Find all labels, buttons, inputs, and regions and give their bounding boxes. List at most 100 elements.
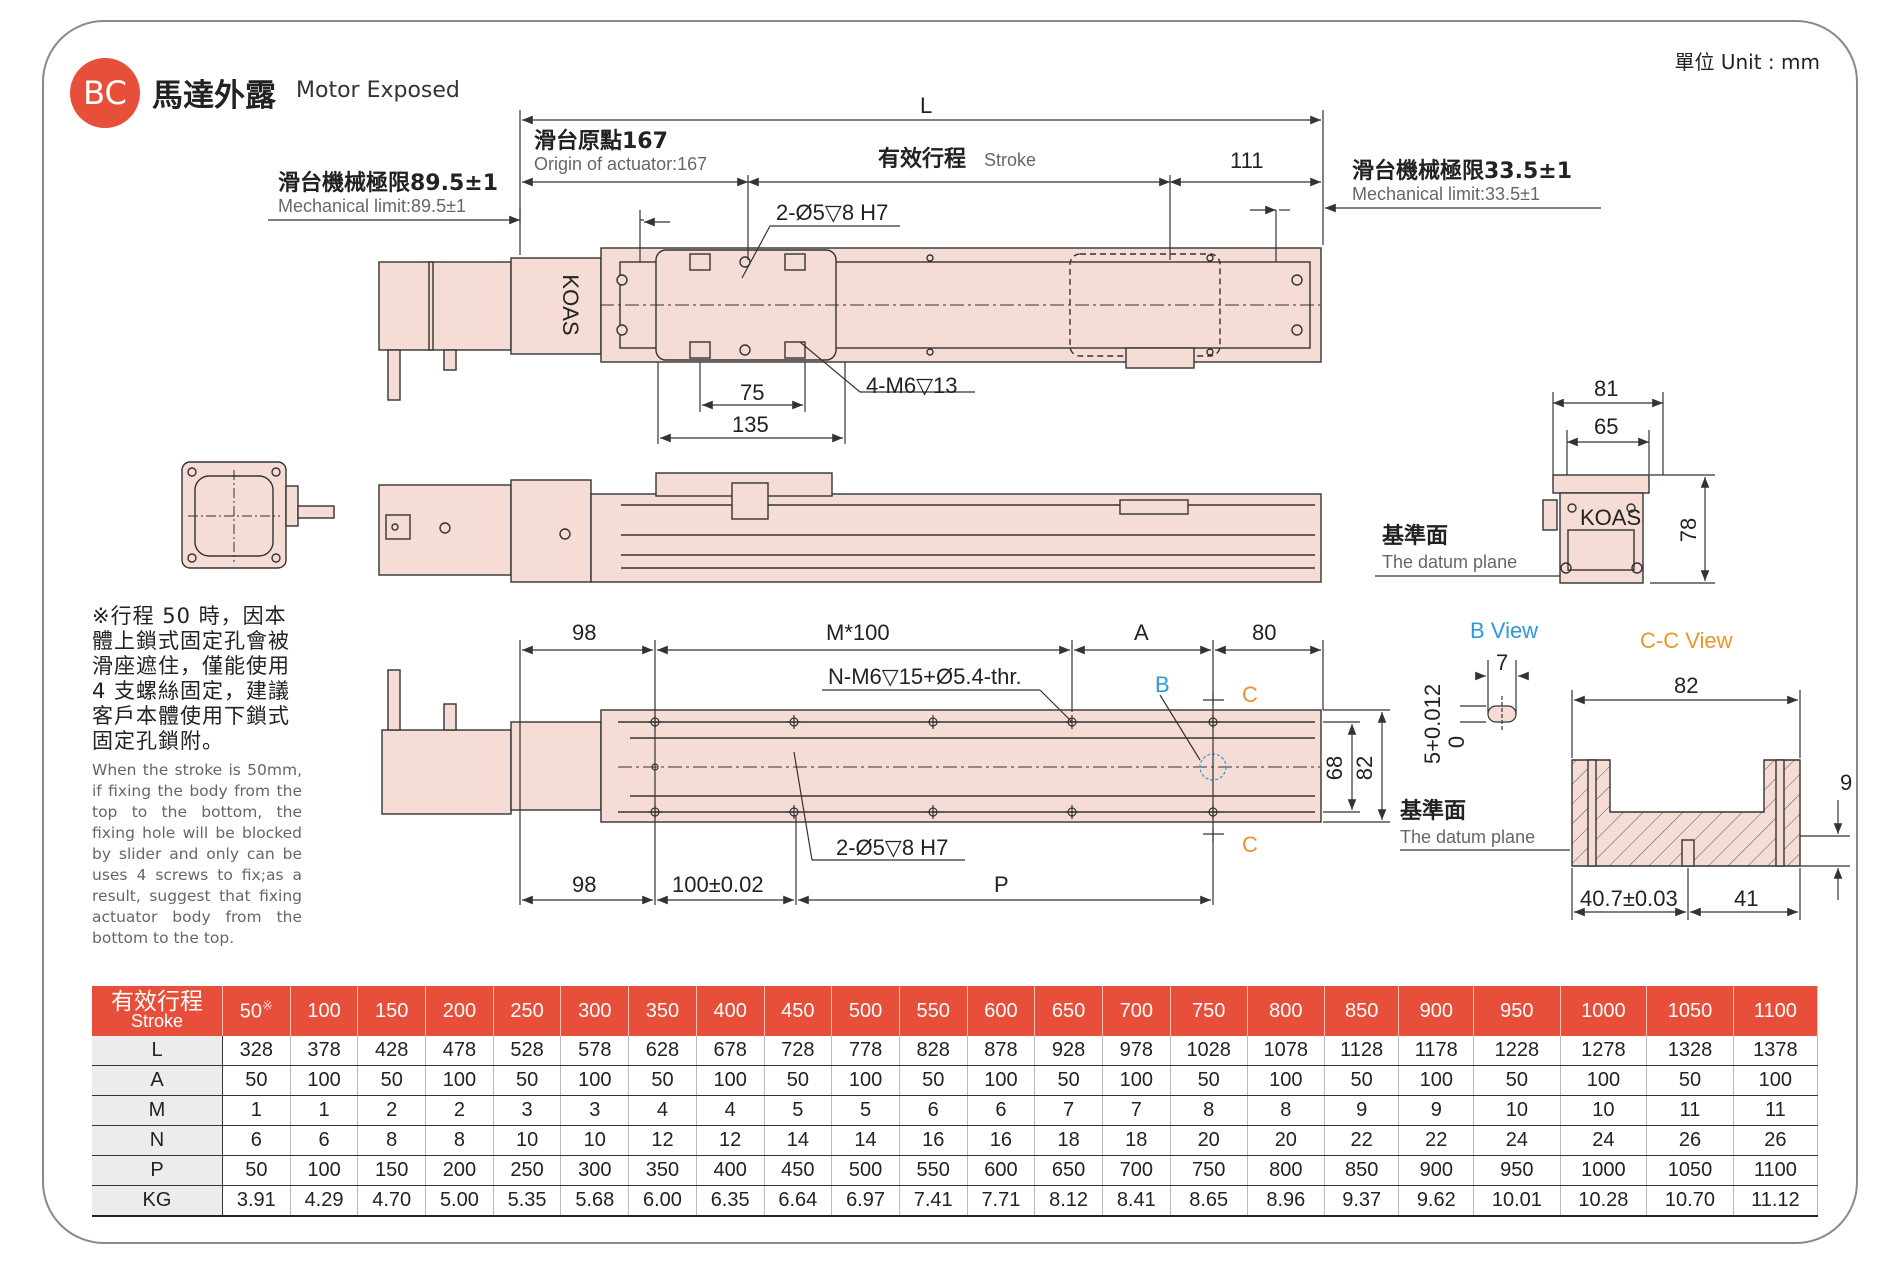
dim-81: 81 (1594, 376, 1618, 401)
table-cell: 9.62 (1398, 1185, 1475, 1217)
stroke-value: 200 (442, 999, 477, 1022)
side-sensor (731, 482, 769, 520)
end-dimensions (1375, 392, 1715, 584)
table-cell: 16 (967, 1125, 1036, 1156)
table-cell: 1 (290, 1095, 359, 1126)
table-cell: 50 (1170, 1065, 1248, 1096)
table-cell: 878 (967, 1036, 1036, 1066)
table-cell: 6.35 (696, 1185, 765, 1217)
table-cell: 678 (696, 1036, 765, 1066)
table-cell: 1100 (1733, 1155, 1819, 1186)
dim-78: 78 (1676, 518, 1701, 542)
table-cell: 100 (560, 1065, 630, 1096)
table-cell: 1178 (1398, 1036, 1475, 1066)
cc-dimensions (1571, 690, 1850, 920)
stroke-value: 300 (578, 999, 612, 1022)
body-hole (616, 274, 628, 286)
side-view (378, 472, 1322, 583)
table-cell: 1078 (1247, 1036, 1325, 1066)
table-cell: 50 (899, 1065, 968, 1096)
limit-switch (1125, 347, 1195, 369)
stroke-value: 450 (781, 999, 815, 1022)
motor-connector (443, 349, 457, 371)
dim-P: P (994, 872, 1009, 897)
table-cell: 100 (696, 1065, 765, 1096)
table-cell: 16 (899, 1125, 968, 1156)
table-cell: 100 (1560, 1065, 1648, 1096)
table-cell: 18 (1034, 1125, 1103, 1156)
table-cell: 10.28 (1560, 1185, 1648, 1217)
table-cell: 50 (628, 1065, 697, 1096)
stroke-header-600: 600 (967, 986, 1036, 1036)
table-cell: 478 (425, 1036, 494, 1066)
table-cell: 11.12 (1733, 1185, 1819, 1217)
row-label: A (92, 1065, 223, 1096)
table-cell: 12 (696, 1125, 765, 1156)
table-cell: 628 (628, 1036, 697, 1066)
dimension-L (268, 110, 1601, 262)
table-cell: 10 (1473, 1095, 1561, 1126)
table-cell: 8 (357, 1125, 427, 1156)
stroke-value: 800 (1269, 999, 1303, 1022)
table-cell: 550 (899, 1155, 968, 1186)
stroke-header-950: 950 (1473, 986, 1561, 1036)
motor-body (378, 261, 512, 351)
motor-flange (428, 261, 434, 351)
note-chinese: ※行程 50 時，因本體上鎖式固定孔會被滑座遮住，僅能使用 4 支螺絲固定，建議… (92, 604, 291, 753)
dim-98-top: 98 (572, 620, 596, 645)
end-view (1542, 474, 1650, 584)
table-cell: 100 (1733, 1065, 1819, 1096)
table-cell: 600 (967, 1155, 1036, 1186)
table-cell: 250 (493, 1155, 562, 1186)
stroke-header-450: 450 (764, 986, 833, 1036)
table-cell: 100 (1247, 1065, 1325, 1096)
table-cell: 200 (425, 1155, 494, 1186)
table-cell: 6.64 (764, 1185, 833, 1217)
table-cell: 8.12 (1034, 1185, 1103, 1217)
stroke-header-700: 700 (1102, 986, 1171, 1036)
table-cell: 7 (1034, 1095, 1103, 1126)
b-view-title: B View (1470, 618, 1538, 643)
table-cell: 4.70 (357, 1185, 427, 1217)
stroke-value: 100 (307, 999, 341, 1022)
stroke-value: 750 (1192, 999, 1226, 1022)
table-cell: 8.96 (1247, 1185, 1325, 1217)
dim-100: 100±0.02 (672, 872, 764, 897)
table-cell: 100 (425, 1065, 494, 1096)
table-cell: 5 (831, 1095, 900, 1126)
stroke-header-1000: 1000 (1560, 986, 1648, 1036)
stroke-label-en: Stroke (984, 150, 1036, 170)
stroke-footnote-mark: ※ (262, 998, 273, 1014)
title-english: Motor Exposed (296, 78, 460, 103)
table-cell: 2 (425, 1095, 494, 1126)
table-cell: 150 (357, 1155, 427, 1186)
table-cell: 50 (357, 1065, 427, 1096)
end-brand: KOAS (1580, 505, 1641, 530)
end-datum-zh: 基準面 (1382, 523, 1448, 549)
table-cell: 1228 (1473, 1036, 1561, 1066)
table-cell: 6 (222, 1125, 291, 1156)
cc-dim-40: 40.7±0.03 (1580, 886, 1678, 911)
stroke-header-900: 900 (1398, 986, 1475, 1036)
table-cell: 778 (831, 1036, 900, 1066)
table-cell: 1128 (1324, 1036, 1400, 1066)
mount-hole (787, 715, 801, 729)
table-cell: 8 (1247, 1095, 1325, 1126)
table-cell: 14 (764, 1125, 833, 1156)
stroke-value: 950 (1500, 999, 1534, 1022)
table-cell: 3 (493, 1095, 562, 1126)
technical-drawing: KOAS L 滑台原點167 Origin of actuator:167 有效… (181, 93, 1852, 920)
stroke-header-en: Stroke (130, 1011, 184, 1031)
stroke-value: 50 (239, 1000, 263, 1023)
table-cell: 8 (1170, 1095, 1248, 1126)
table-cell: 24 (1560, 1125, 1648, 1156)
table-cell: 1028 (1170, 1036, 1248, 1066)
cc-dim-9: 9 (1840, 770, 1852, 795)
end-datum-en: The datum plane (1382, 552, 1517, 572)
stroke-header-500: 500 (831, 986, 900, 1036)
table-cell: 10.70 (1646, 1185, 1734, 1217)
table-cell: 50 (1034, 1065, 1103, 1096)
